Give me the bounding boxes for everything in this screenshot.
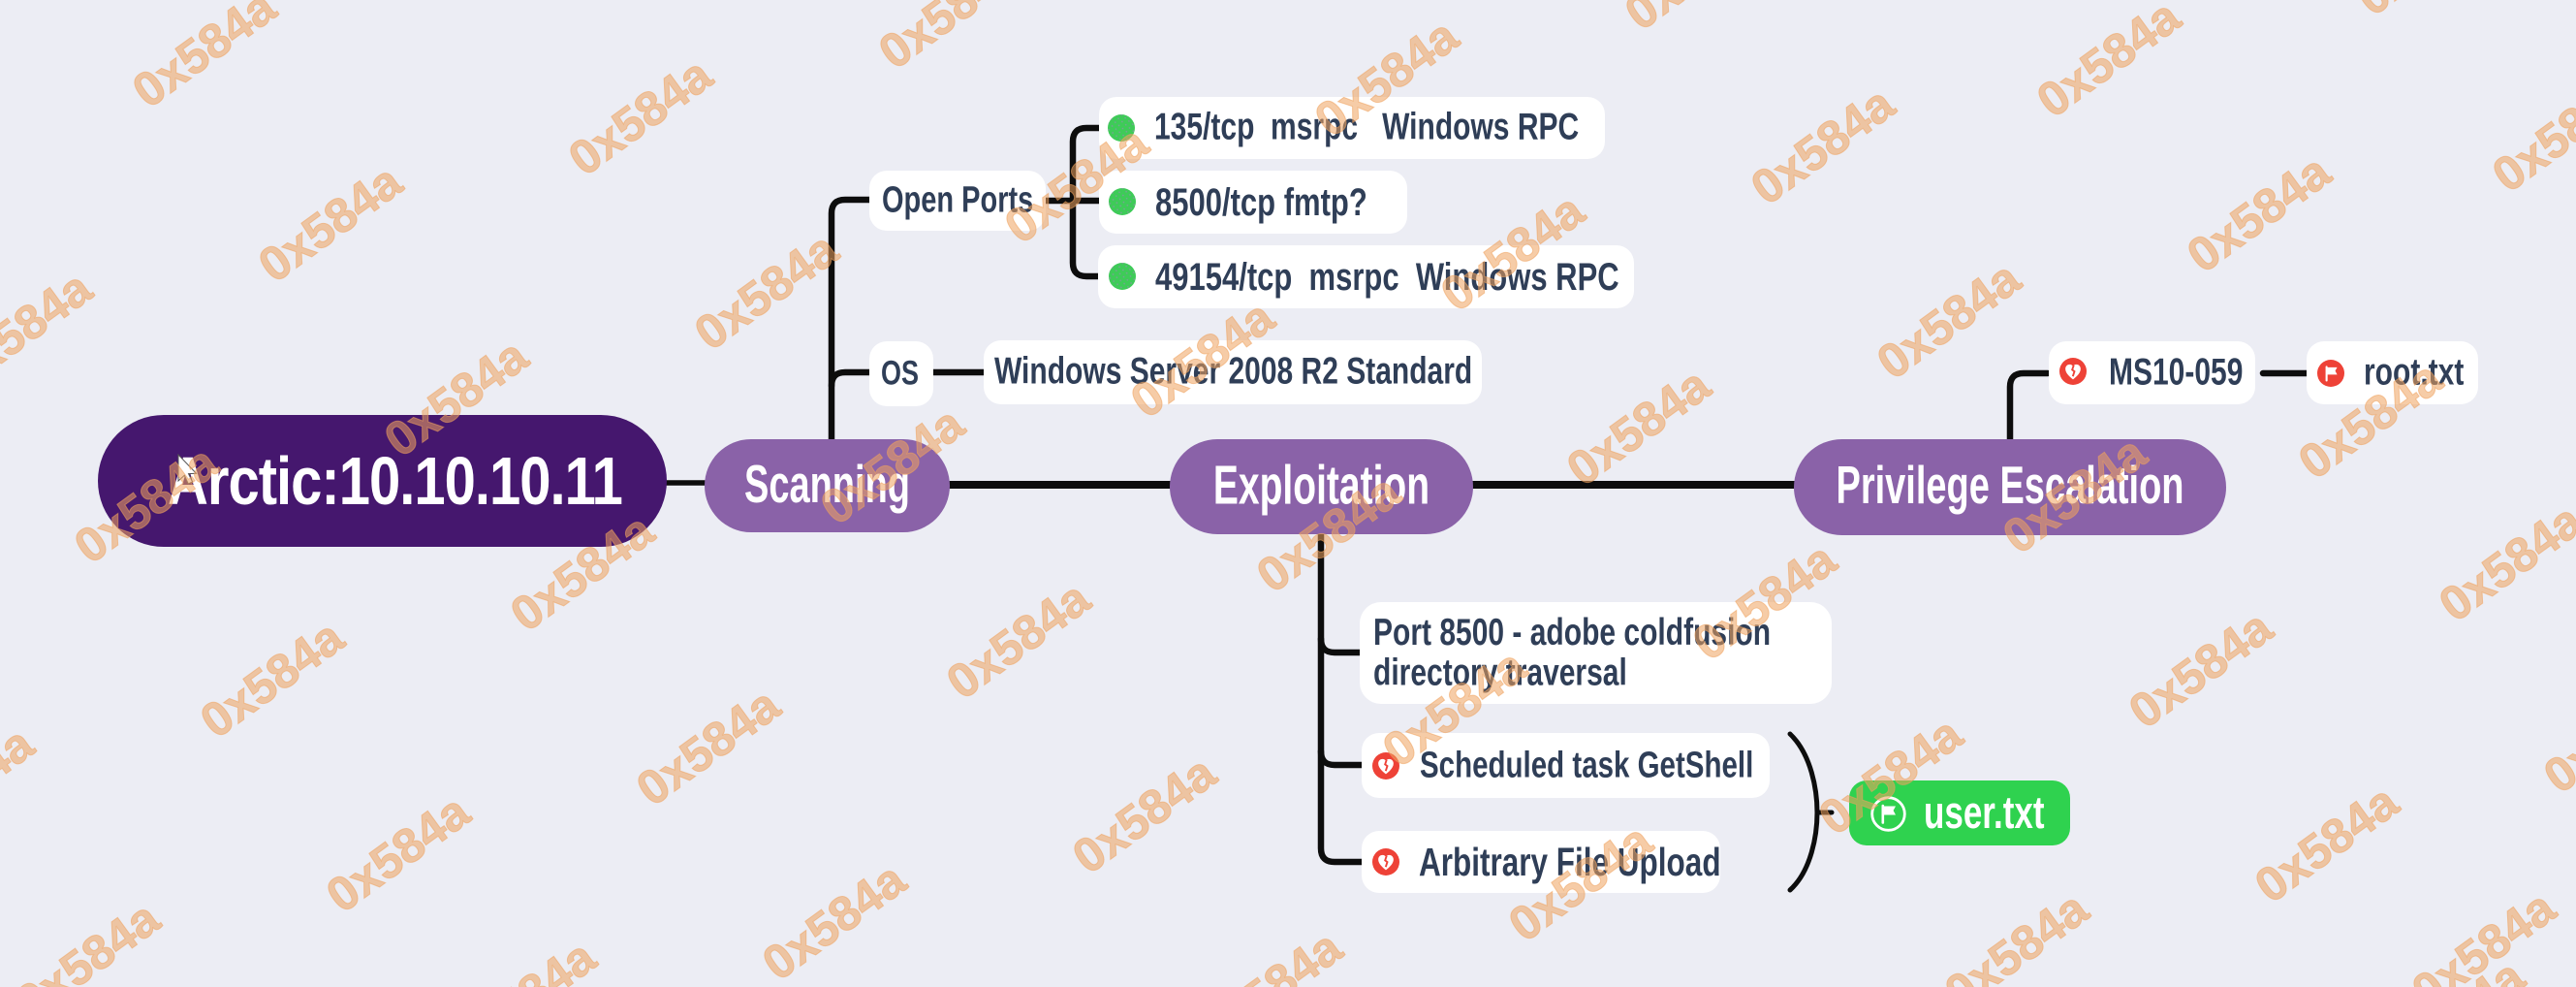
svg-text:0x584a: 0x584a bbox=[627, 677, 791, 816]
svg-text:0x584a: 0x584a bbox=[443, 929, 607, 987]
svg-text:0x584a: 0x584a bbox=[1742, 76, 1905, 215]
svg-text:0x584a: 0x584a bbox=[1994, 425, 2157, 564]
svg-text:0x584a: 0x584a bbox=[2534, 664, 2576, 804]
svg-text:0x584a: 0x584a bbox=[1809, 706, 1973, 845]
svg-text:0x584a: 0x584a bbox=[0, 260, 102, 399]
svg-text:0x584a: 0x584a bbox=[2430, 493, 2576, 632]
svg-text:0x584a: 0x584a bbox=[1189, 919, 1353, 987]
svg-text:0x584a: 0x584a bbox=[753, 851, 917, 987]
svg-text:0x584a: 0x584a bbox=[1499, 812, 1663, 952]
svg-text:0x584a: 0x584a bbox=[249, 153, 413, 293]
svg-text:0x584a: 0x584a bbox=[0, 716, 44, 855]
svg-text:0x584a: 0x584a bbox=[1063, 745, 1227, 884]
svg-text:0x584a: 0x584a bbox=[559, 47, 723, 186]
svg-text:0x584a: 0x584a bbox=[1121, 289, 1285, 429]
svg-text:0x584a: 0x584a bbox=[1616, 0, 1779, 41]
svg-text:0x584a: 0x584a bbox=[869, 0, 1033, 80]
svg-text:0x584a: 0x584a bbox=[1247, 463, 1411, 603]
svg-text:0x584a: 0x584a bbox=[1431, 182, 1595, 322]
svg-text:0x584a: 0x584a bbox=[1868, 250, 2031, 390]
svg-text:0x584a: 0x584a bbox=[2403, 879, 2566, 987]
svg-text:0x584a: 0x584a bbox=[2483, 63, 2576, 203]
svg-text:0x584a: 0x584a bbox=[2120, 599, 2283, 739]
svg-text:0x584a: 0x584a bbox=[2347, 0, 2511, 26]
svg-text:0x584a: 0x584a bbox=[191, 609, 355, 748]
svg-text:0x584a: 0x584a bbox=[811, 396, 975, 535]
svg-text:0x584a: 0x584a bbox=[65, 434, 229, 574]
svg-text:0x584a: 0x584a bbox=[2178, 143, 2341, 283]
svg-text:0x584a: 0x584a bbox=[937, 570, 1101, 710]
svg-text:0x584a: 0x584a bbox=[2027, 0, 2191, 128]
svg-text:0x584a: 0x584a bbox=[7, 890, 171, 987]
svg-text:0x584a: 0x584a bbox=[123, 0, 287, 118]
svg-text:0x584a: 0x584a bbox=[2289, 350, 2453, 490]
svg-text:0x584a: 0x584a bbox=[685, 221, 849, 361]
svg-text:0x584a: 0x584a bbox=[375, 328, 539, 467]
svg-text:0x584a: 0x584a bbox=[1305, 8, 1469, 147]
svg-text:0x584a: 0x584a bbox=[2246, 774, 2409, 913]
svg-text:0x584a: 0x584a bbox=[501, 502, 665, 642]
svg-text:0x584a: 0x584a bbox=[1557, 357, 1721, 496]
svg-text:0x584a: 0x584a bbox=[1935, 880, 2099, 987]
svg-text:0x584a: 0x584a bbox=[317, 783, 481, 923]
svg-text:0x584a: 0x584a bbox=[1683, 531, 1847, 671]
svg-text:0x584a: 0x584a bbox=[995, 114, 1159, 254]
svg-text:0x584a: 0x584a bbox=[1373, 638, 1537, 778]
